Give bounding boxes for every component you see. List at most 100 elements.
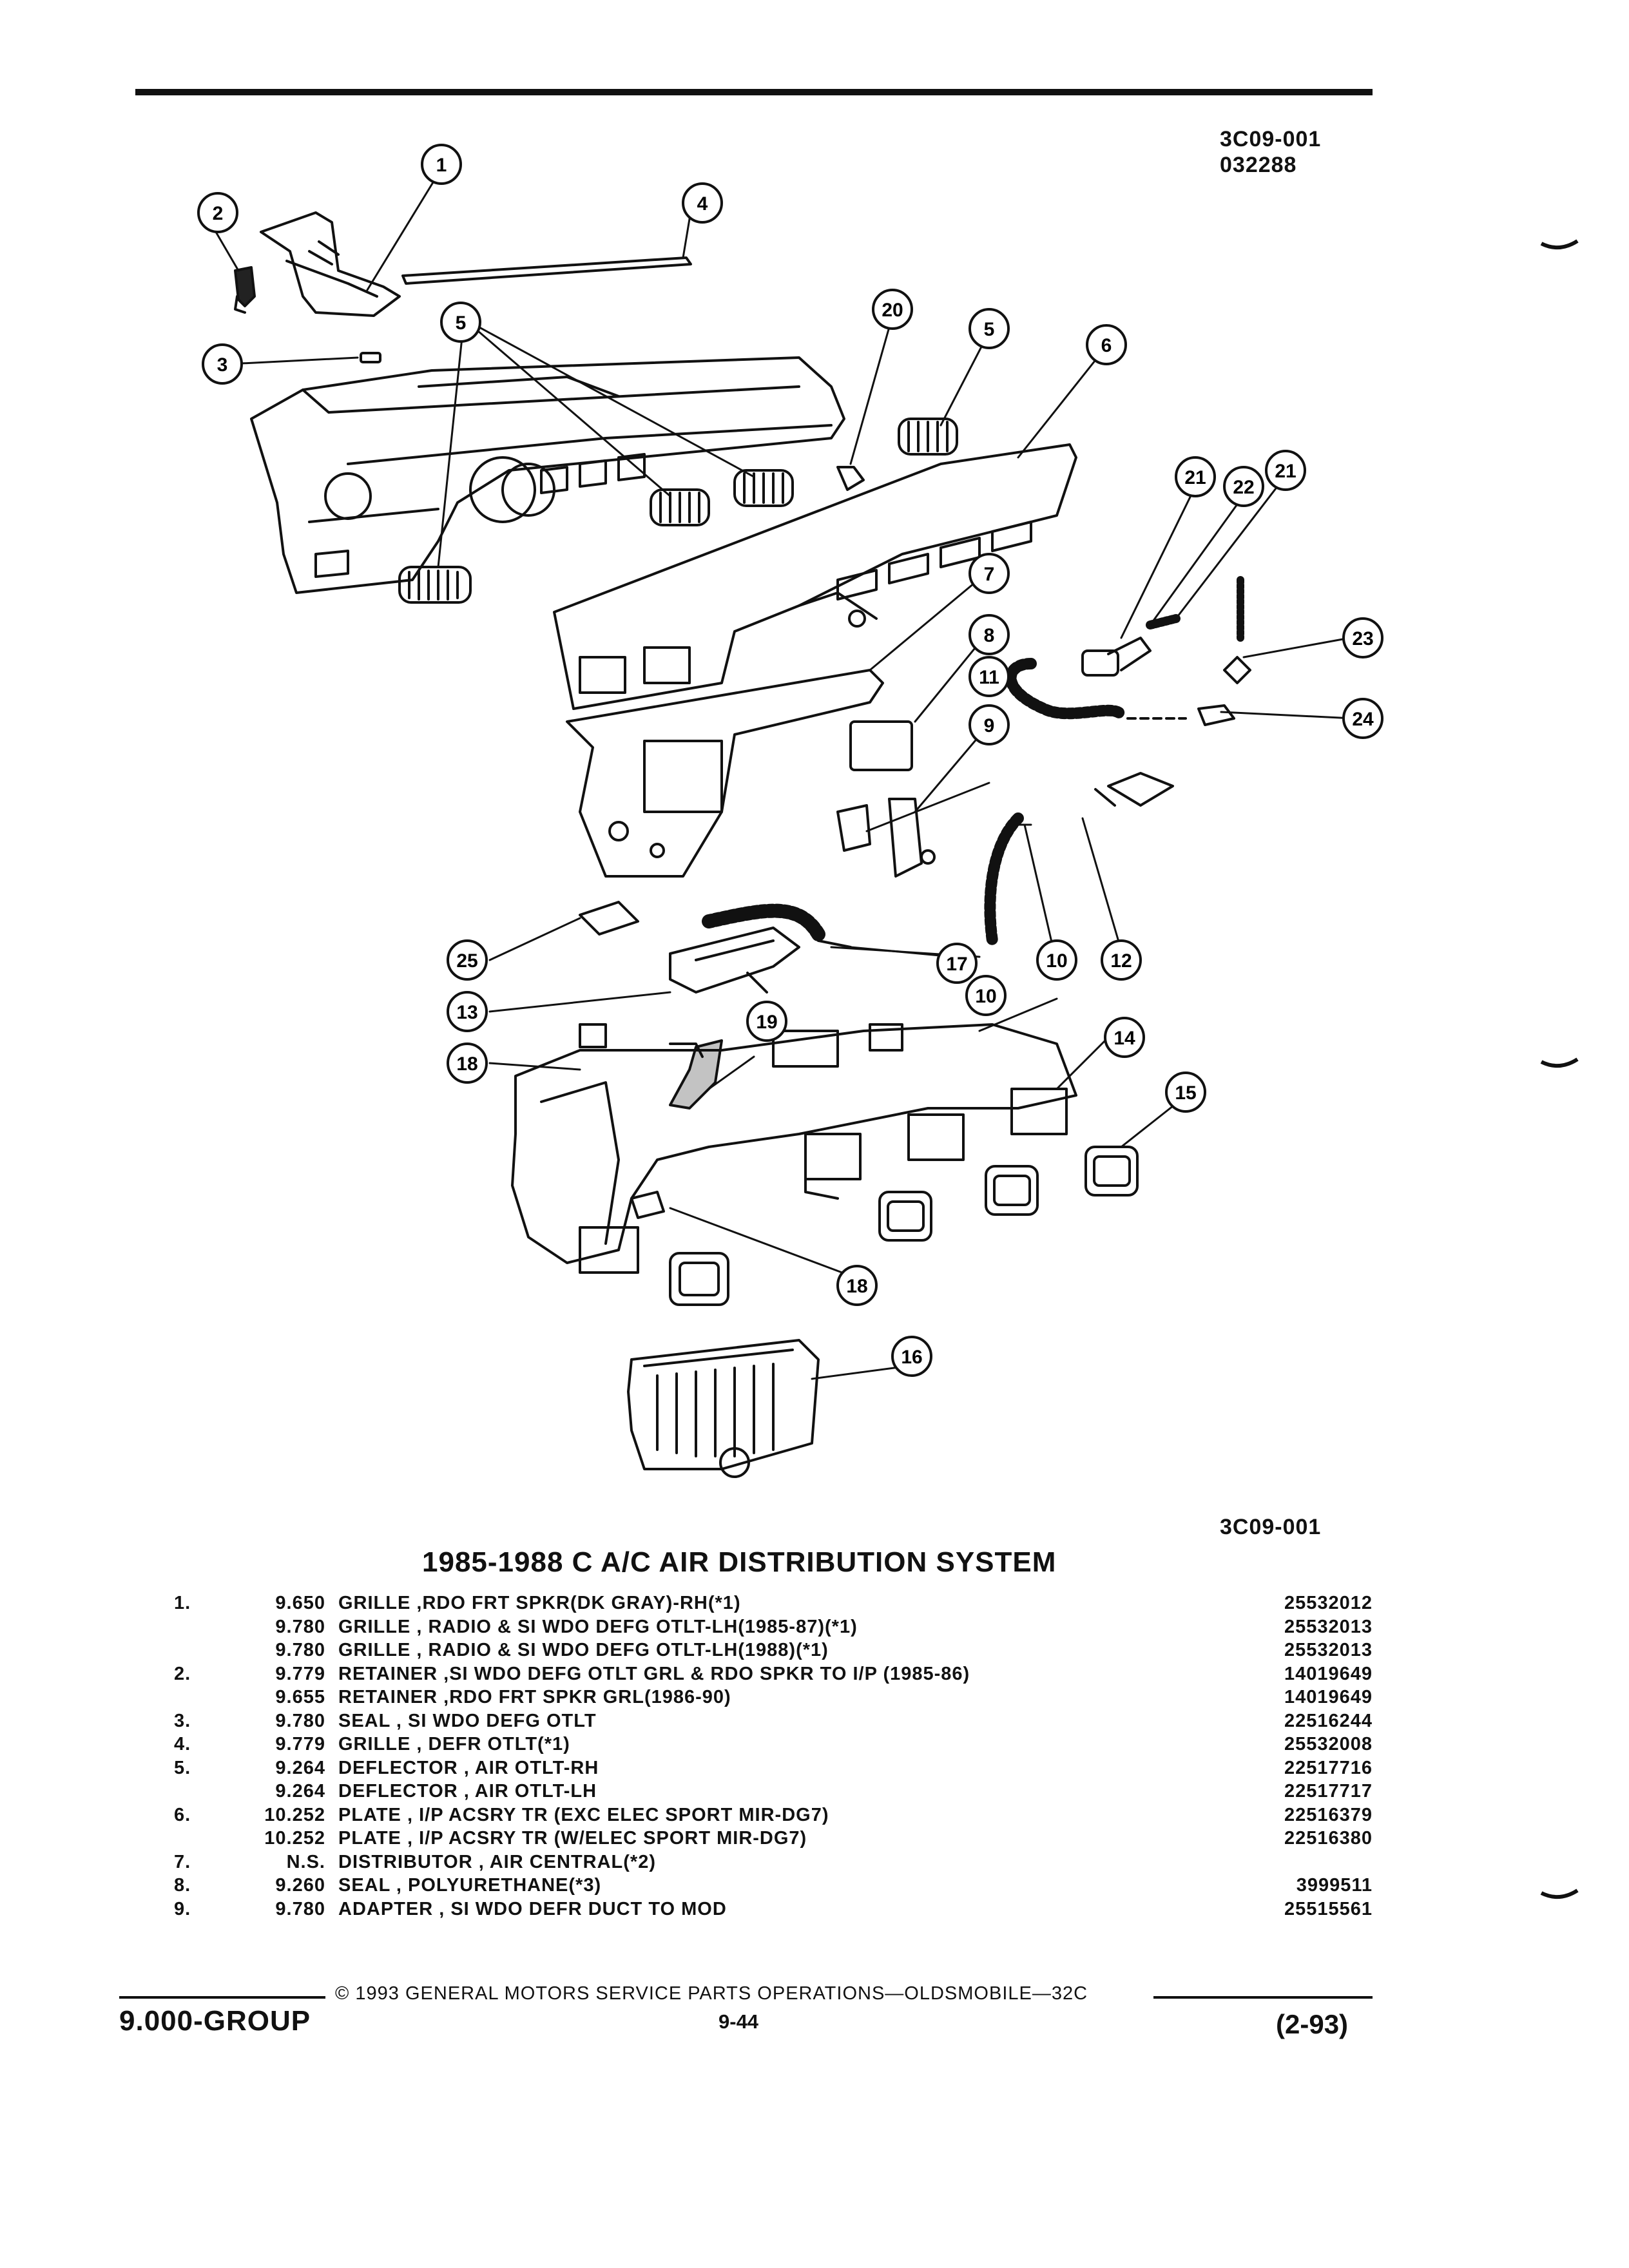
callout-21a: 21 (1175, 456, 1216, 497)
item-index: 9. (174, 1898, 191, 1919)
item-index: 2. (174, 1663, 191, 1684)
parts-list-row: ........................................… (174, 1662, 1373, 1686)
callout-20: 20 (872, 289, 913, 330)
svg-text:18: 18 (846, 1276, 867, 1297)
svg-text:19: 19 (756, 1012, 777, 1033)
callout-leaders (215, 173, 1354, 1380)
top-rule (135, 89, 1373, 95)
part-number: 25532008 (1284, 1734, 1373, 1754)
svg-text:9: 9 (984, 715, 995, 736)
parts-list-row: ........................................… (174, 1780, 1373, 1803)
callout-13: 13 (447, 991, 488, 1032)
item-index: 8. (174, 1875, 191, 1896)
figure-code-line1: 3C09-001 (1220, 127, 1322, 151)
svg-text:20: 20 (882, 300, 903, 321)
svg-text:3: 3 (217, 354, 228, 376)
group-number: 10.252 (264, 1804, 325, 1825)
group-number: 9.780 (275, 1616, 325, 1637)
item-index: 3. (174, 1710, 191, 1731)
part-description-text: ADAPTER , SI WDO DEFR DUCT TO MOD (338, 1898, 736, 1919)
part-instrument-panel (250, 356, 845, 594)
svg-text:21: 21 (1184, 467, 1206, 488)
part-hoses (702, 576, 1251, 948)
figure-code-bottom: 3C09-001 (1220, 1515, 1322, 1539)
parts-list-row: ........................................… (174, 1709, 1373, 1733)
group-number: 9.260 (275, 1875, 325, 1896)
item-index: 7. (174, 1851, 191, 1872)
part-accessory-trim-plate (553, 443, 1077, 710)
svg-text:2: 2 (213, 203, 224, 224)
footer-group-label: 9.000-GROUP (119, 2005, 311, 2037)
parts-list: ........................................… (174, 1591, 1373, 1921)
part-number: 25515561 (1284, 1898, 1373, 1919)
svg-text:12: 12 (1110, 950, 1132, 972)
footer-page-number: 9-44 (718, 2010, 759, 2033)
callout-22: 22 (1223, 466, 1264, 507)
part-seal-8 (849, 720, 913, 771)
part-description: RETAINER ,SI WDO DEFG OTLT GRL & RDO SPK… (338, 1662, 979, 1686)
callout-17: 17 (936, 943, 978, 984)
callout-7: 7 (969, 553, 1010, 594)
part-description-text: DEFLECTOR , AIR OTLT-RH (338, 1757, 608, 1778)
svg-text:16: 16 (901, 1347, 922, 1368)
svg-text:23: 23 (1352, 628, 1373, 649)
callout-15: 15 (1165, 1072, 1206, 1113)
svg-text:14: 14 (1113, 1028, 1135, 1049)
group-number: 9.780 (275, 1640, 325, 1660)
group-number: 9.655 (275, 1687, 325, 1707)
part-description-text: GRILLE , DEFR OTLT(*1) (338, 1734, 579, 1754)
part-number: 22516379 (1284, 1804, 1373, 1825)
group-number: 9.264 (275, 1781, 325, 1802)
callout-9: 9 (969, 704, 1010, 745)
parts-list-row: ........................................… (174, 1733, 1373, 1756)
part-description: PLATE , I/P ACSRY TR (EXC ELEC SPORT MIR… (338, 1803, 838, 1827)
part-grille-speaker (260, 211, 401, 317)
parts-list-row: ........................................… (174, 1615, 1373, 1639)
part-defroster-grille (401, 256, 692, 285)
footer-rule-right (1153, 1996, 1373, 1999)
callout-25: 25 (447, 939, 488, 981)
part-air-distributor (566, 669, 884, 878)
part-number: 25532013 (1284, 1616, 1373, 1637)
svg-text:8: 8 (984, 625, 995, 646)
svg-text:24: 24 (1352, 709, 1374, 730)
part-description-text: PLATE , I/P ACSRY TR (W/ELEC SPORT MIR-D… (338, 1828, 816, 1849)
part-description-text: DISTRIBUTOR , AIR CENTRAL(*2) (338, 1851, 665, 1872)
svg-text:1: 1 (436, 155, 447, 176)
group-number: 9.264 (275, 1757, 325, 1778)
group-number: 9.779 (275, 1663, 325, 1684)
svg-text:21: 21 (1275, 461, 1296, 482)
callout-10a: 10 (1036, 939, 1077, 981)
item-index: 1. (174, 1593, 191, 1613)
group-number: N.S. (286, 1851, 325, 1872)
callout-4: 4 (682, 182, 723, 224)
scan-mark-top (1540, 239, 1579, 249)
part-seal-rings (669, 1146, 1139, 1306)
parts-list-row: ........................................… (174, 1756, 1373, 1780)
callout-6: 6 (1086, 324, 1127, 365)
parts-list-row: ........................................… (174, 1639, 1373, 1662)
group-number: 9.780 (275, 1710, 325, 1731)
part-number: 22516380 (1284, 1828, 1373, 1849)
footer-revision-date: (2-93) (1276, 2009, 1349, 2039)
callout-18b: 18 (447, 1043, 488, 1084)
part-seal-small (360, 352, 381, 363)
part-description-text: RETAINER ,RDO FRT SPKR GRL(1986-90) (338, 1687, 740, 1707)
parts-list-row: ........................................… (174, 1686, 1373, 1709)
callout-10b: 10 (965, 975, 1007, 1016)
part-description: GRILLE , RADIO & SI WDO DEFG OTLT-LH(198… (338, 1639, 838, 1662)
part-number: 22517717 (1284, 1781, 1373, 1802)
callout-11: 11 (969, 656, 1010, 697)
svg-text:15: 15 (1175, 1082, 1196, 1104)
group-number: 9.650 (275, 1593, 325, 1613)
group-number: 10.252 (264, 1828, 325, 1849)
parts-list-row: ........................................… (174, 1850, 1373, 1874)
part-description-text: GRILLE , RADIO & SI WDO DEFG OTLT-LH(198… (338, 1616, 867, 1637)
svg-text:5: 5 (984, 319, 995, 340)
part-lower-adapter (579, 901, 800, 994)
svg-text:25: 25 (456, 950, 477, 972)
parts-list-row: ........................................… (174, 1874, 1373, 1898)
callout-2: 2 (197, 192, 238, 233)
part-description: GRILLE ,RDO FRT SPKR(DK GRAY)-RH(*1) (338, 1591, 750, 1615)
parts-list-row: ........................................… (174, 1591, 1373, 1615)
